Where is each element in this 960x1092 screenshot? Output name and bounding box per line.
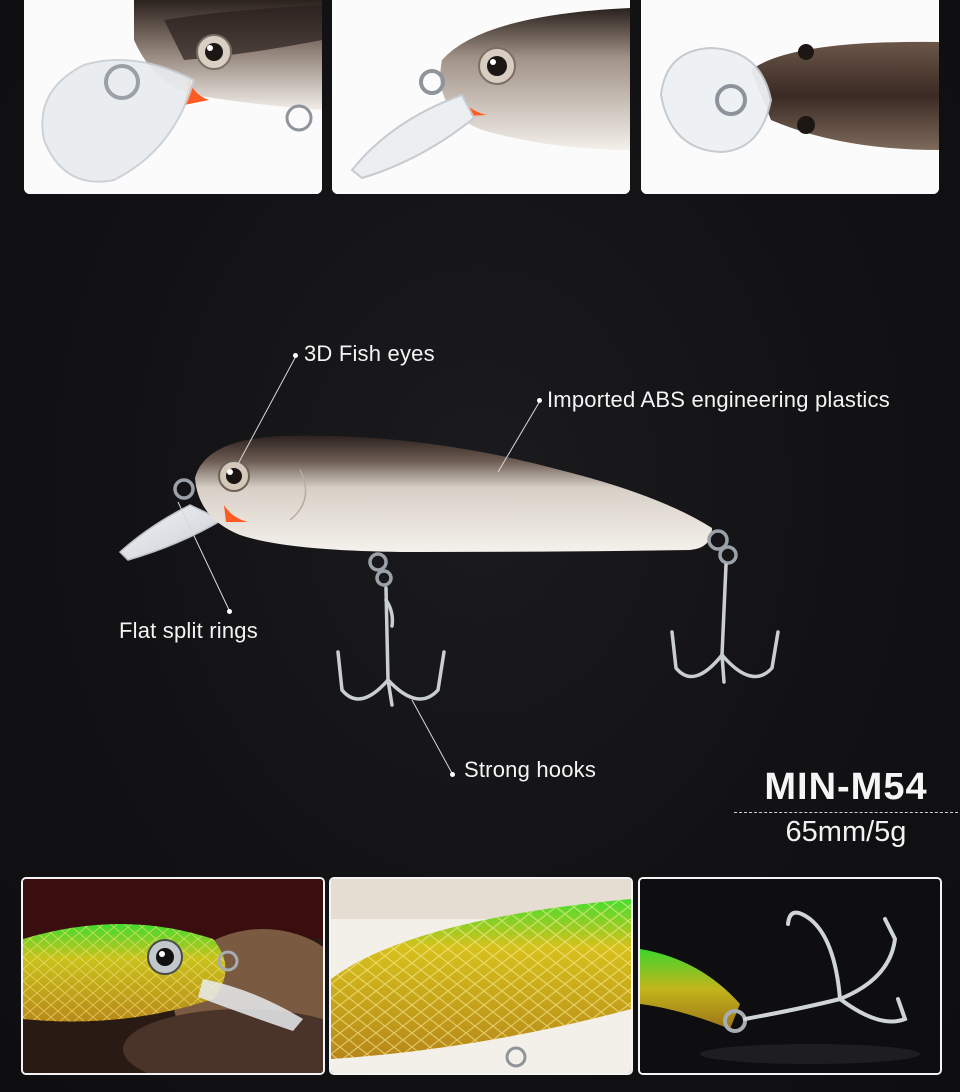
bottom-thumb-hook[interactable] [638,877,942,1075]
bottom-thumb-head-gold[interactable] [21,877,325,1075]
model-divider [734,812,958,813]
top-thumb-eye-side[interactable] [332,0,630,194]
diving-lip [118,504,224,561]
lure-body [195,435,712,552]
front-split-ring [173,478,195,500]
callout-dot-rings [227,609,232,614]
fish-eye [218,460,250,492]
product-model-name: MIN-M54 [764,766,928,808]
bottom-thumb-scales[interactable] [329,877,633,1075]
gill-accent [224,505,248,522]
gold-lure-head-image [23,879,323,1073]
tail-treble-hook [670,563,780,684]
top-thumb-lip-ring[interactable] [24,0,322,194]
callout-dot-eyes [293,353,298,358]
callout-strong-hooks: Strong hooks [464,757,597,782]
lure-front-lip-image [641,0,939,194]
callout-dot-plastics [537,398,542,403]
lure-lip-closeup-image [24,0,322,194]
callout-split-rings: Flat split rings [119,618,258,643]
top-thumb-front-lip[interactable] [641,0,939,194]
gold-lure-scales-image [331,879,631,1073]
callout-fish-eyes: 3D Fish eyes [304,341,435,366]
treble-hook-closeup-image [640,879,940,1073]
product-spec: 65mm/5g [785,816,907,848]
callout-leader-lines [177,355,541,776]
belly-treble-hook [336,552,446,707]
callout-dot-hooks [450,772,455,777]
lure-eye-side-image [332,0,630,194]
callout-abs-plastics: Imported ABS engineering plastics [547,387,890,412]
